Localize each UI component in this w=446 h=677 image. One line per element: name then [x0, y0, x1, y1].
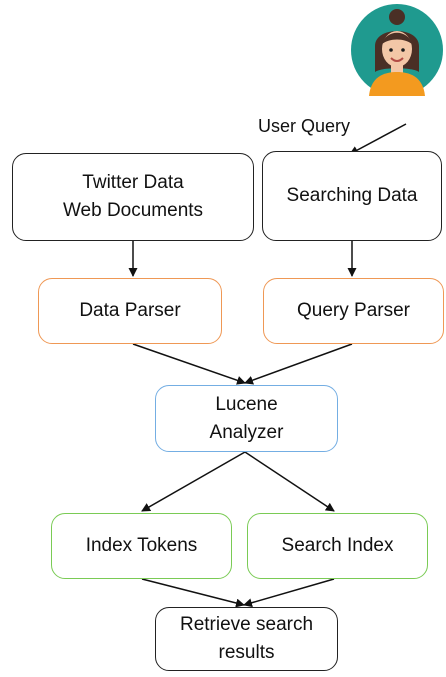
- lucene-analyzer-node: Lucene Analyzer: [155, 385, 338, 452]
- twitter-web-documents-node: Twitter Data Web Documents: [12, 153, 254, 241]
- lucene-to-search-index-arrow: [244, 451, 335, 512]
- query-parser-node: Query Parser: [263, 278, 444, 344]
- data-parser-to-lucene-arrow: [132, 343, 246, 385]
- data-parser-node: Data Parser: [38, 278, 222, 344]
- index-tokens-node: Index Tokens: [51, 513, 232, 579]
- search-index-to-retrieve-arrow: [243, 578, 335, 608]
- search-index-node: Search Index: [247, 513, 428, 579]
- index-tokens-to-retrieve-arrow: [141, 578, 245, 608]
- user-query-arrow: [349, 123, 407, 155]
- user-avatar-icon: [351, 4, 443, 96]
- searching-data-node: Searching Data: [262, 151, 442, 241]
- user-query-label: User Query: [258, 116, 351, 136]
- retrieve-search-results-node: Retrieve search results: [155, 607, 338, 671]
- lucene-to-index-tokens-arrow: [141, 451, 246, 512]
- query-parser-to-lucene-arrow: [244, 343, 353, 385]
